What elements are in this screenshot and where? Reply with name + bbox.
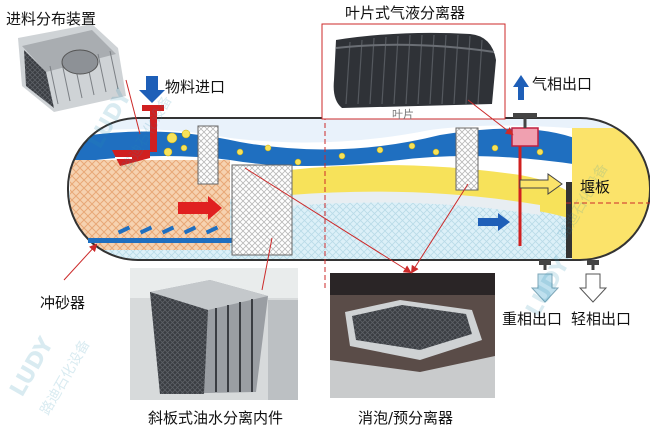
label-light-outlet: 轻相出口: [571, 310, 631, 328]
vane-separator-photo: [333, 32, 496, 108]
label-weir: 堰板: [580, 178, 610, 196]
light-outlet-nozzle: [578, 260, 608, 303]
gas-liquid-layer: [68, 128, 580, 166]
label-vane-separator: 叶片式气液分离器: [345, 4, 465, 22]
inlet-pipe: [112, 105, 164, 166]
gas-outlet-arrow: [513, 75, 529, 100]
label-heavy-outlet: 重相出口: [502, 310, 562, 328]
sand-flusher-bar: [88, 238, 248, 243]
inlet-arrow: [139, 76, 165, 103]
plate-internal-photo: [130, 268, 298, 400]
flush-nozzles: [117, 225, 219, 235]
label-sand-flusher: 冲砂器: [40, 294, 85, 312]
inlet-baffle: [197, 125, 219, 185]
vane-pack: [511, 127, 539, 147]
label-vane-caption-partial: 叶片: [392, 108, 414, 121]
feed-distributor-photo: [18, 24, 126, 112]
label-plate-internal: 斜板式油水分离内件: [148, 409, 283, 427]
oil-overflow-arrow: [519, 173, 563, 195]
label-feed-distributor: 进料分布装置: [6, 10, 96, 28]
defoamer-pack: [455, 127, 479, 191]
leader-lines: [63, 79, 514, 291]
inflow-arrow: [178, 196, 222, 220]
water-flow-arrow: [478, 213, 510, 231]
defoamer-photo: [330, 273, 495, 398]
weir-plate: [566, 182, 572, 258]
heavy-outlet-nozzle: [530, 260, 560, 303]
label-gas-outlet: 气相出口: [532, 75, 592, 93]
plate-pack: [231, 164, 293, 256]
label-defoamer: 消泡/预分离器: [358, 409, 453, 427]
oil-droplets: [163, 129, 544, 166]
label-material-inlet: 物料进口: [165, 78, 225, 96]
